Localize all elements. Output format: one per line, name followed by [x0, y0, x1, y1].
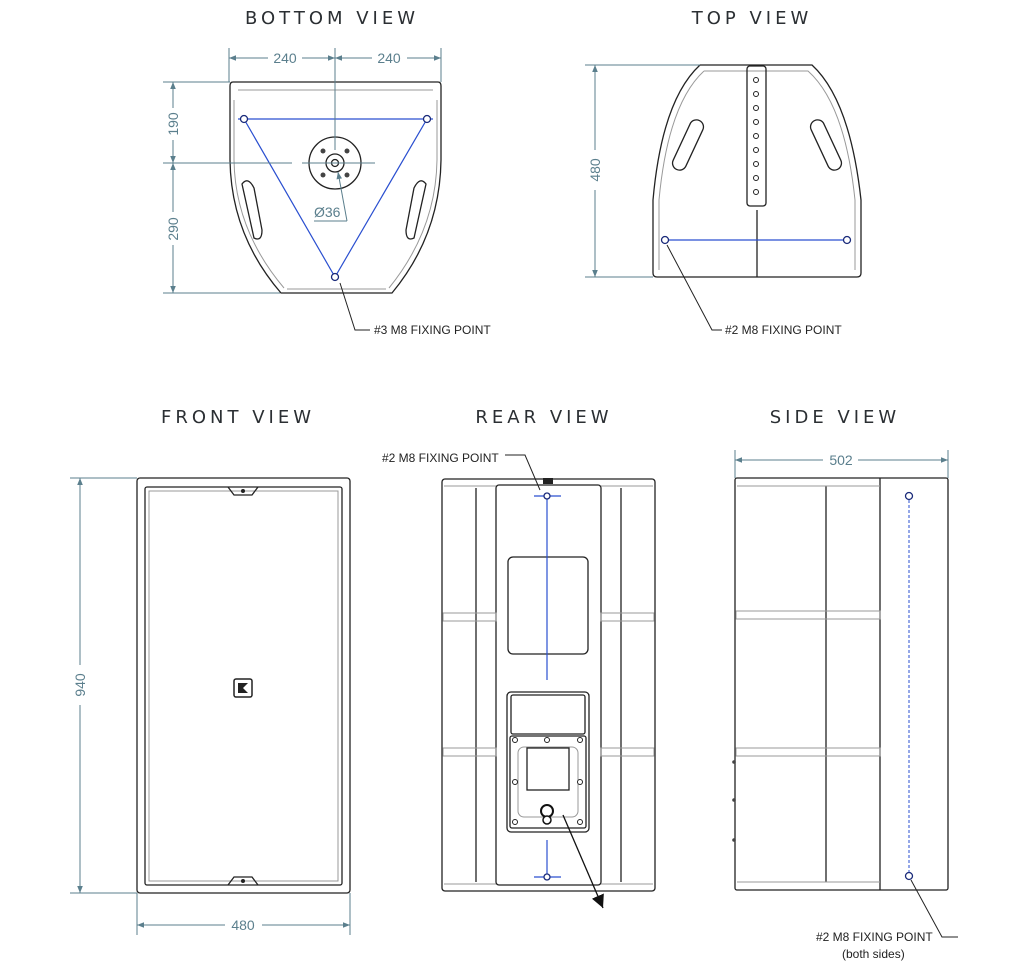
side-fixing-point-label: #2 M8 FIXING POINT: [816, 930, 933, 944]
bottom-view: 240 240 190 290 Ø36 #3 M8 FIXING POINT: [163, 48, 491, 337]
front-view: 940 480: [70, 477, 351, 935]
side-view: 502 #2 M8 FIXING POINT (both sides): [732, 450, 958, 961]
dimension-bottom-right-width: 240: [377, 50, 401, 66]
rear-view-title: REAR VIEW: [475, 407, 612, 428]
dimension-front-width: 480: [231, 917, 255, 933]
dimension-bottom-left-width: 240: [273, 50, 297, 66]
dimension-bottom-rear-depth: 290: [165, 217, 181, 241]
dimension-side-depth: 502: [829, 452, 853, 468]
rear-fixing-point-label: #2 M8 FIXING POINT: [382, 451, 499, 465]
rear-view: #2 M8 FIXING POINT: [382, 451, 656, 909]
brand-logo: [233, 678, 253, 698]
front-view-title: FRONT VIEW: [161, 407, 315, 428]
dimension-pole-diameter: Ø36: [314, 204, 341, 220]
top-fixing-point-label: #2 M8 FIXING POINT: [725, 323, 842, 337]
dimension-top-depth: 480: [587, 158, 603, 182]
dimension-front-height: 940: [72, 673, 88, 697]
top-view-title: TOP VIEW: [691, 8, 813, 29]
side-view-title: SIDE VIEW: [770, 407, 900, 428]
top-view: 480 #2 M8 FIXING POINT: [585, 64, 862, 337]
bottom-fixing-point-label: #3 M8 FIXING POINT: [374, 323, 491, 337]
bottom-view-title: BOTTOM VIEW: [245, 8, 419, 29]
dimension-bottom-front-depth: 190: [165, 112, 181, 136]
side-fixing-point-note: (both sides): [842, 947, 905, 961]
